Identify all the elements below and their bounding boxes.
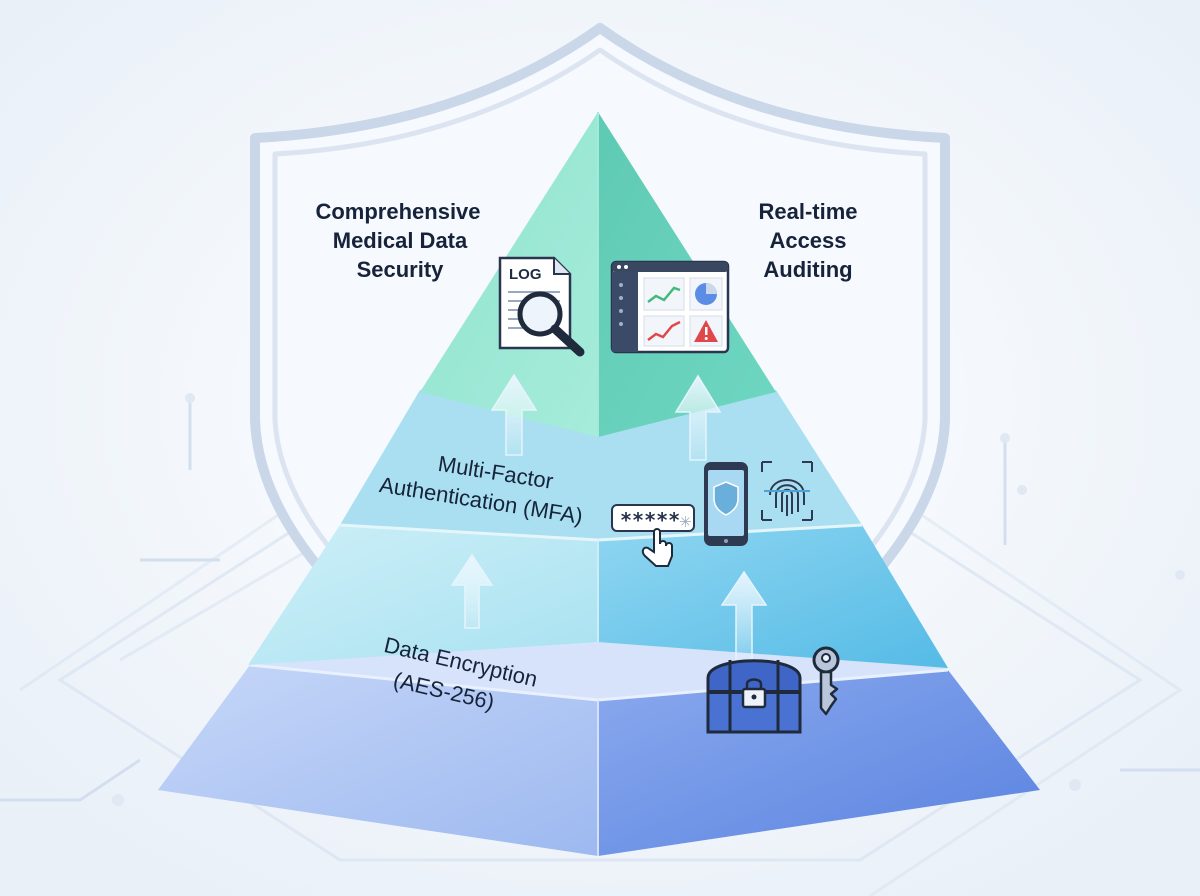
key-icon xyxy=(812,646,840,716)
top-left-label-line-2: Medical Data xyxy=(333,228,468,253)
up-arrow-icon xyxy=(674,374,722,461)
bottom-layer-left-face xyxy=(158,665,598,856)
top-left-label-line-3: Security xyxy=(357,257,445,282)
top-left-label-line-1: Comprehensive xyxy=(315,199,480,224)
circuit-dots xyxy=(112,393,1185,806)
up-arrow-icon xyxy=(490,373,538,456)
treasure-chest-icon xyxy=(706,659,802,734)
magnifier-icon xyxy=(517,291,585,357)
label-real-time-access-auditing: Real-time Access Auditing xyxy=(758,199,857,282)
padlock-icon xyxy=(741,678,767,709)
log-label: LOG xyxy=(509,266,542,283)
password-mask: ***** xyxy=(620,508,680,532)
top-right-label-line-1: Real-time xyxy=(758,199,857,224)
up-arrow-icon xyxy=(720,570,768,666)
password-field-icon: ***** ✳ xyxy=(611,504,695,532)
middle-layer-right-face xyxy=(598,525,948,668)
label-comprehensive-medical-data-security: Comprehensive Medical Data Security xyxy=(315,199,480,282)
fingerprint-icon xyxy=(761,461,813,521)
up-arrows xyxy=(450,373,768,666)
dashboard-icon xyxy=(610,260,730,354)
svg-text:✳: ✳ xyxy=(679,513,692,531)
pointer-hand-icon xyxy=(641,528,673,567)
top-right-label-line-3: Auditing xyxy=(763,257,852,282)
up-arrow-icon xyxy=(450,553,494,629)
top-right-label-line-2: Access xyxy=(769,228,846,253)
middle-layer-left-face xyxy=(248,525,598,665)
warning-icon xyxy=(694,320,718,342)
smartphone-icon xyxy=(704,462,748,546)
